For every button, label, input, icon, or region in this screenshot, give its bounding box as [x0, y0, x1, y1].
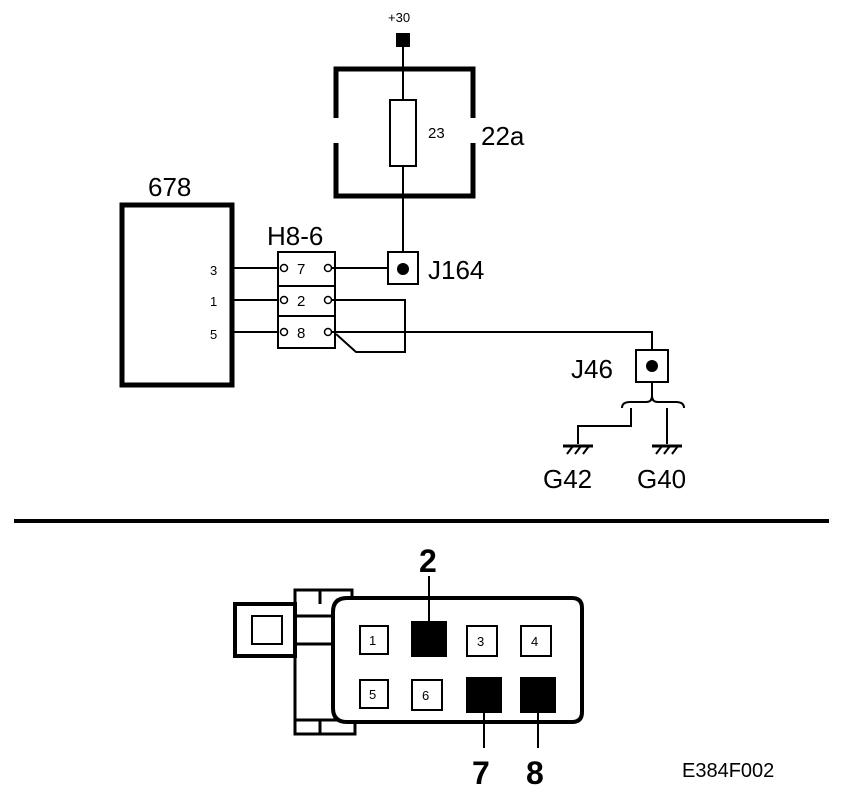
connector-h8-pin-2: 2: [297, 293, 305, 310]
connector-h8-pin-7: 7: [297, 261, 305, 278]
connector-h8-label: H8-6: [267, 221, 323, 251]
callout-8-label: 8: [526, 755, 544, 791]
connector-cell-6: [411, 679, 443, 711]
ground-splice-brace: [621, 395, 685, 409]
connector-cell-4: [520, 625, 552, 657]
connector-cell-5: [359, 679, 389, 709]
ground-g40-icon: [652, 444, 682, 455]
wire-g42: [577, 408, 632, 444]
connector-cell-3-label: 3: [477, 634, 484, 649]
pin-socket: [323, 327, 333, 337]
connector-cell-6-label: 6: [422, 688, 429, 703]
connector-cell-3: [466, 625, 498, 657]
wire-8-j46: [332, 331, 653, 352]
junction-j46-dot: [646, 360, 658, 372]
control-unit-pin-1: 1: [210, 294, 217, 309]
junction-j46-label: J46: [571, 354, 613, 384]
pin-socket: [323, 295, 333, 305]
figure-id: E384F002: [682, 760, 774, 782]
pin-socket: [279, 295, 289, 305]
connector-h8-pin-8: 8: [297, 325, 305, 342]
control-unit-pin-3: 3: [210, 263, 217, 278]
connector-cell-5-label: 5: [369, 687, 376, 702]
connector-cell-7: [466, 677, 502, 713]
connector-cell-4-label: 4: [531, 634, 538, 649]
connector-cell-8: [520, 677, 556, 713]
callout-2-label: 2: [419, 543, 437, 579]
connector-cell-1: [359, 625, 389, 655]
fuse-label: 23: [428, 125, 445, 142]
pin-socket: [279, 327, 289, 337]
junction-j164-dot: [397, 263, 409, 275]
callout-7-label: 7: [472, 755, 490, 791]
ground-g42-icon: [563, 444, 593, 455]
ground-g40-label: G40: [637, 464, 686, 494]
pin-socket: [279, 263, 289, 273]
junction-j164-label: J164: [428, 255, 484, 285]
pin-socket: [323, 263, 333, 273]
supply-terminal: [396, 33, 410, 47]
supply-label: +30: [388, 10, 410, 25]
fuse-23: [389, 99, 417, 167]
fuse-box: [333, 66, 476, 199]
control-unit-678: [119, 202, 235, 388]
ground-g42-label: G42: [543, 464, 592, 494]
fuse-box-label: 22a: [481, 121, 525, 151]
connector-cell-1-label: 1: [369, 633, 376, 648]
wire-2-loop: [332, 299, 406, 353]
control-unit-label: 678: [148, 172, 191, 202]
connector-cell-2: [411, 621, 447, 657]
connector-face-view: [233, 588, 584, 736]
control-unit-pin-5: 5: [210, 327, 217, 342]
